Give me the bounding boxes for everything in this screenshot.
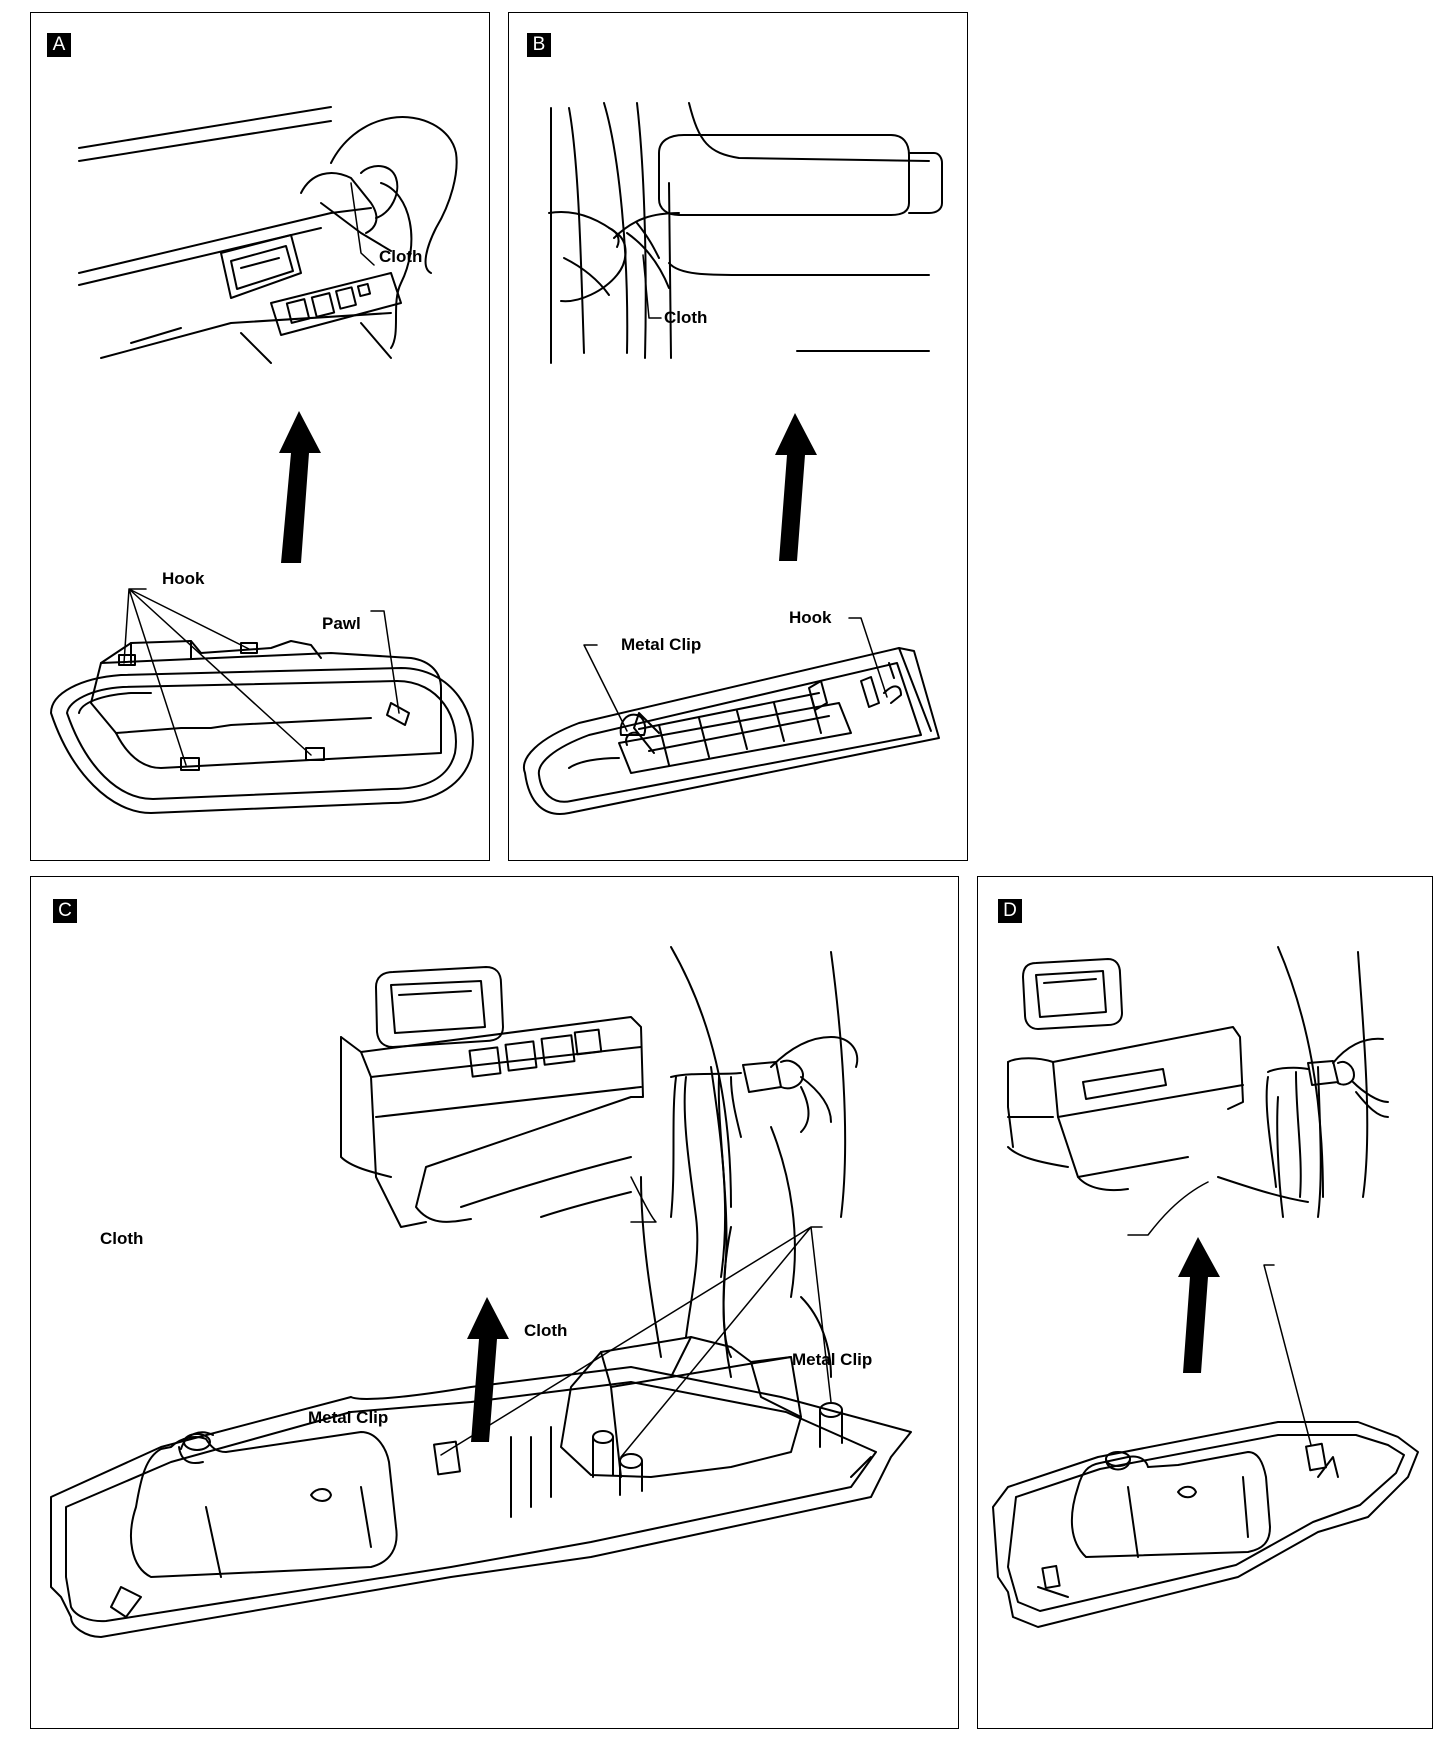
panel-c: C Cloth Metal Clip (30, 876, 959, 1729)
panel-a-badge: A (47, 33, 71, 57)
label-pawl: Pawl (322, 614, 361, 633)
panel-c-badge: C (53, 899, 77, 923)
panel-b: B Cloth Metal Clip Hook (508, 12, 968, 861)
panel-d-illustration (992, 946, 1419, 1628)
label-hook: Hook (789, 608, 832, 627)
panel-d-badge: D (998, 899, 1022, 923)
label-metal-clip: Metal Clip (621, 635, 702, 654)
panel-c-illustration (50, 946, 912, 1638)
label-metal-clip: Metal Clip (308, 1408, 389, 1427)
label-cloth: Cloth (100, 1229, 144, 1248)
label-metal-clip: Metal Clip (792, 1350, 873, 1369)
label-hook: Hook (162, 569, 205, 588)
label-cloth: Cloth (664, 308, 708, 327)
label-cloth: Cloth (379, 247, 423, 266)
panel-a: A Cloth Hook Pawl (30, 12, 490, 861)
panel-a-illustration (50, 106, 474, 814)
panel-b-badge: B (527, 33, 551, 57)
panel-b-illustration (522, 102, 943, 815)
panel-d: D Cloth Metal Clip (100, 876, 1433, 1729)
label-cloth: Cloth (524, 1321, 568, 1340)
